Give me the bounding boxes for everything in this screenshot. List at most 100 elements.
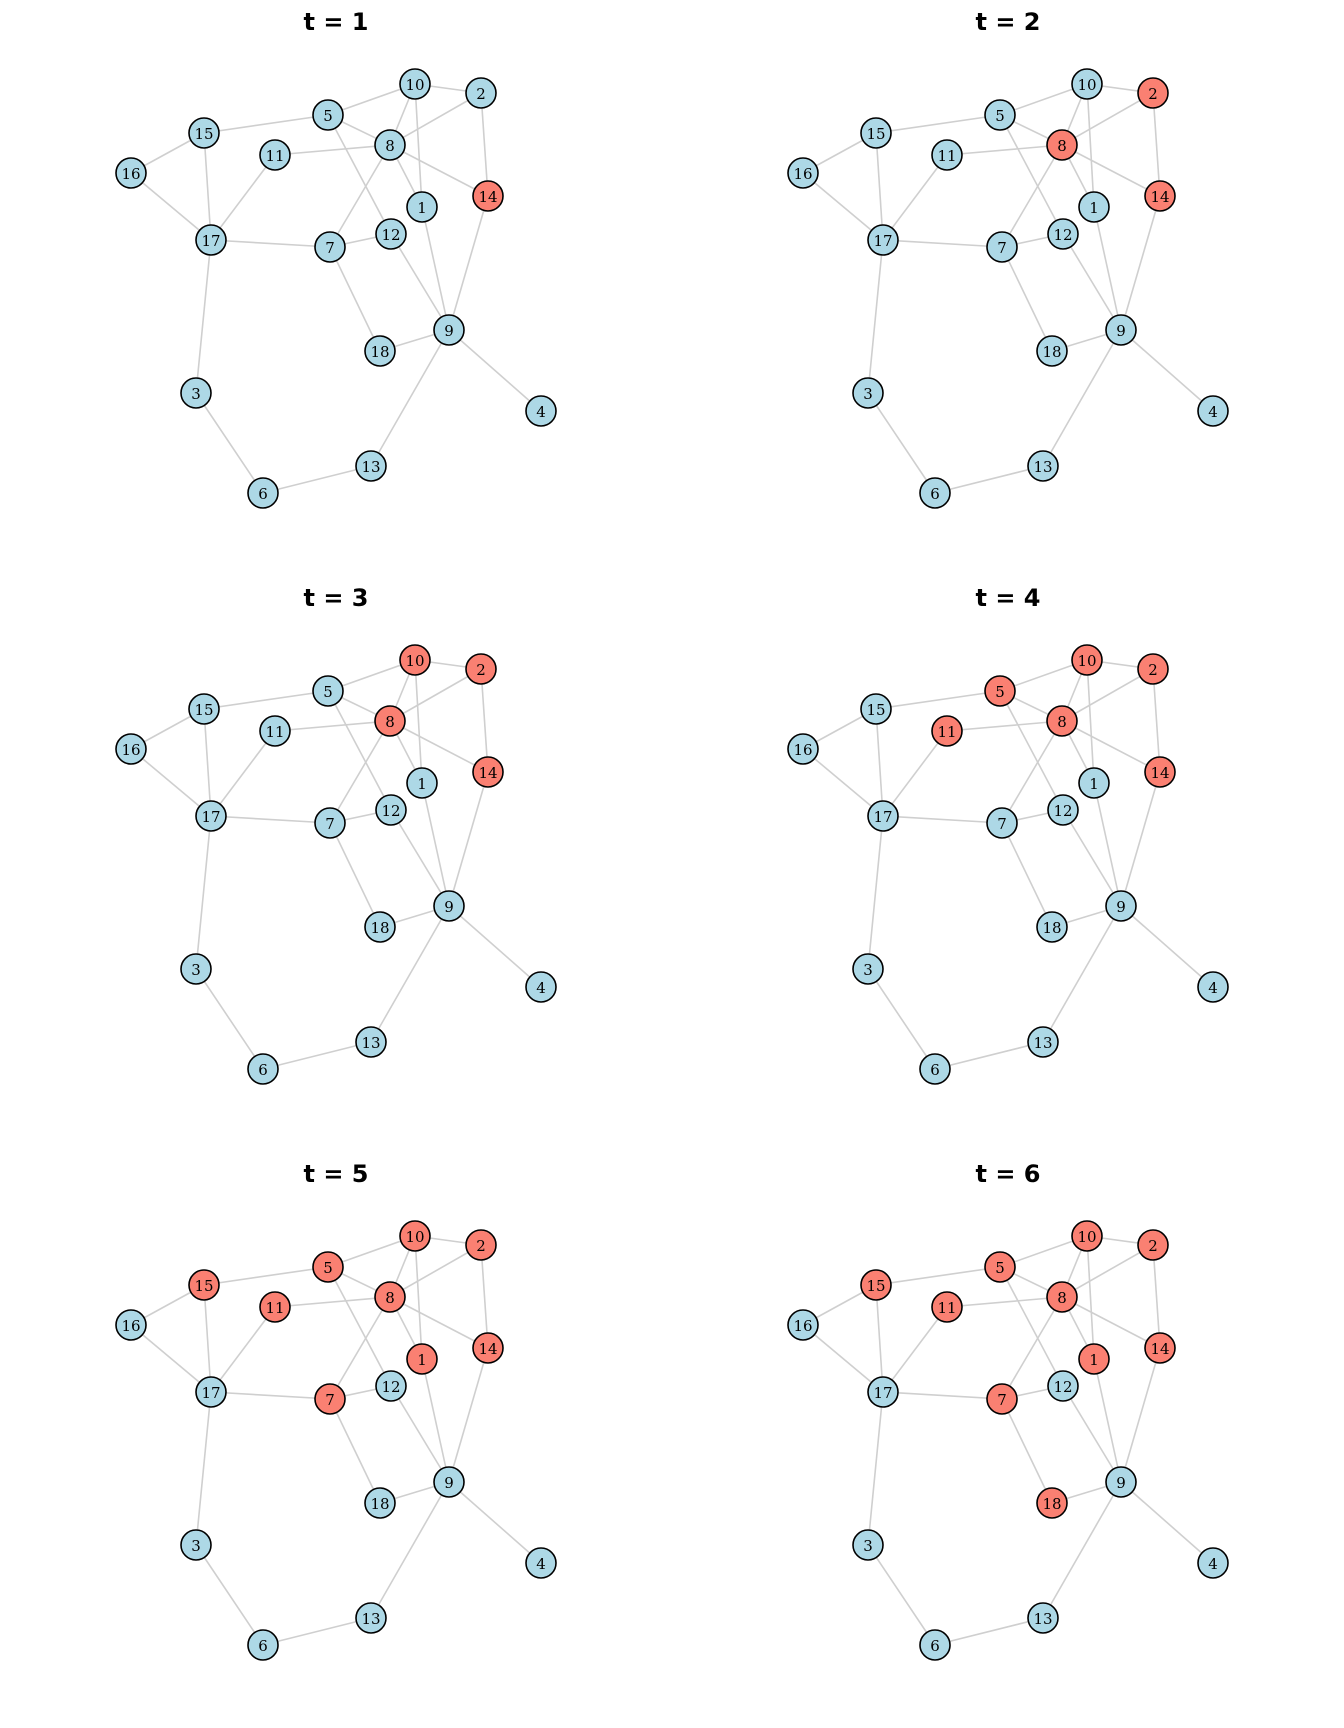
node-label: 16 <box>121 165 140 183</box>
edge-5-12 <box>999 114 1064 235</box>
edge-7-18 <box>329 1398 381 1504</box>
node-3: 3 <box>180 377 212 409</box>
node-16: 16 <box>115 733 147 765</box>
edge-3-6 <box>195 392 264 494</box>
node-circle <box>115 733 147 765</box>
edge-12-9 <box>1062 233 1122 331</box>
node-label: 4 <box>536 979 546 997</box>
edge-14-9 <box>448 1347 489 1483</box>
node-circle <box>1078 767 1110 799</box>
node-label: 6 <box>258 485 268 503</box>
node-5: 5 <box>984 675 1016 707</box>
node-12: 12 <box>375 1370 407 1402</box>
edge-17-11 <box>210 154 276 241</box>
edge-16-17 <box>130 748 212 817</box>
node-label: 11 <box>265 147 284 165</box>
node-14: 14 <box>472 1332 504 1364</box>
node-circle <box>195 1376 227 1408</box>
node-17: 17 <box>195 224 227 256</box>
node-label: 7 <box>997 1391 1007 1409</box>
node-circle <box>984 99 1016 131</box>
node-4: 4 <box>1197 395 1229 427</box>
node-circle <box>1105 890 1137 922</box>
edge-9-4 <box>1120 1481 1214 1564</box>
node-12: 12 <box>375 794 407 826</box>
edge-17-3 <box>867 815 884 970</box>
node-5: 5 <box>312 99 344 131</box>
edge-11-8 <box>946 144 1063 156</box>
node-label: 13 <box>361 1610 380 1628</box>
node-circle <box>1046 705 1078 737</box>
node-6: 6 <box>247 1629 279 1661</box>
node-18: 18 <box>1036 335 1068 367</box>
node-circle <box>919 477 951 509</box>
node-2: 2 <box>1137 77 1169 109</box>
node-circle <box>1036 1487 1068 1519</box>
node-7: 7 <box>314 807 346 839</box>
node-16: 16 <box>787 733 819 765</box>
node-11: 11 <box>259 715 291 747</box>
node-2: 2 <box>465 1229 497 1261</box>
node-circle <box>465 77 497 109</box>
node-circle <box>374 705 406 737</box>
node-label: 11 <box>937 147 956 165</box>
node-label: 9 <box>1116 898 1126 916</box>
edge-3-6 <box>195 968 264 1070</box>
node-circle <box>1071 644 1103 676</box>
node-17: 17 <box>867 800 899 832</box>
node-label: 10 <box>1077 76 1096 94</box>
node-17: 17 <box>867 224 899 256</box>
node-label: 16 <box>121 1317 140 1335</box>
node-label: 18 <box>370 919 389 937</box>
node-circle <box>364 1487 396 1519</box>
edge-8-14 <box>389 144 489 197</box>
node-circle <box>195 800 227 832</box>
edge-17-11 <box>210 1306 276 1393</box>
edges <box>130 659 542 1070</box>
edge-17-7 <box>210 815 331 824</box>
edge-8-14 <box>1061 144 1161 197</box>
node-circle <box>247 1053 279 1085</box>
edge-17-7 <box>882 239 1003 248</box>
node-2: 2 <box>465 653 497 685</box>
node-circle <box>375 218 407 250</box>
edge-17-7 <box>882 815 1003 824</box>
node-2: 2 <box>465 77 497 109</box>
node-circle <box>525 395 557 427</box>
node-10: 10 <box>1071 1220 1103 1252</box>
edge-11-8 <box>274 1296 391 1308</box>
edge-7-18 <box>329 822 381 928</box>
node-16: 16 <box>115 1309 147 1341</box>
edge-11-8 <box>946 720 1063 732</box>
node-15: 15 <box>188 1269 220 1301</box>
panel-title: t = 6 <box>975 1160 1041 1188</box>
node-circle <box>1078 1343 1110 1375</box>
edge-2-8 <box>389 92 482 146</box>
edge-8-14 <box>389 1296 489 1349</box>
node-circle <box>787 157 819 189</box>
node-label: 14 <box>478 188 497 206</box>
edge-10-1 <box>1086 83 1095 208</box>
node-6: 6 <box>247 1053 279 1085</box>
node-16: 16 <box>787 1309 819 1341</box>
node-circle <box>852 1529 884 1561</box>
node-circle <box>1144 756 1176 788</box>
edge-2-14 <box>480 1244 489 1349</box>
edge-1-9 <box>1093 1358 1122 1483</box>
edge-17-3 <box>195 239 212 394</box>
edges <box>802 659 1214 1070</box>
node-circle <box>472 180 504 212</box>
node-circle <box>1047 1370 1079 1402</box>
node-circle <box>919 1629 951 1661</box>
edge-6-13 <box>262 1617 372 1646</box>
node-label: 7 <box>997 815 1007 833</box>
node-1: 1 <box>406 767 438 799</box>
node-circle <box>1071 68 1103 100</box>
edge-6-13 <box>934 465 1044 494</box>
node-1: 1 <box>1078 191 1110 223</box>
node-circle <box>867 224 899 256</box>
node-label: 12 <box>1053 226 1072 244</box>
edge-2-8 <box>1061 1244 1154 1298</box>
edge-1-9 <box>421 206 450 331</box>
